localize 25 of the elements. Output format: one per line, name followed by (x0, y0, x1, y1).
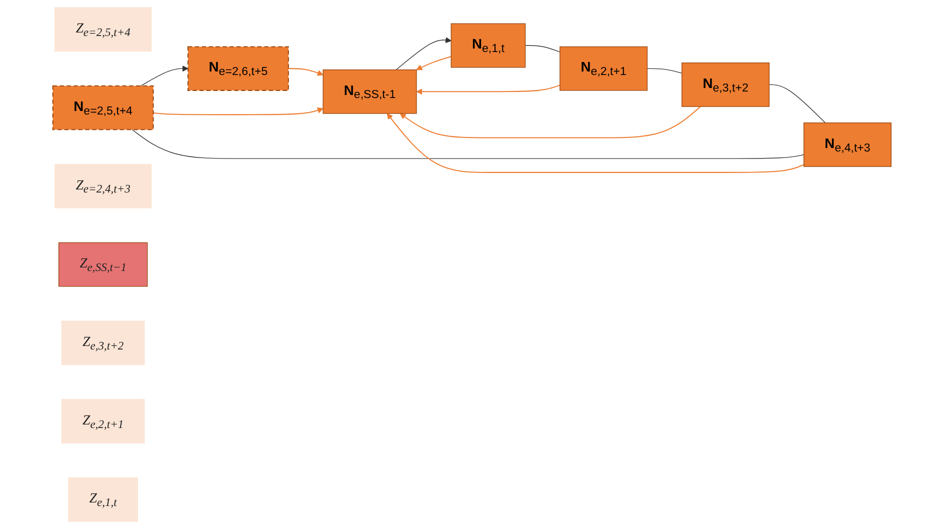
node-box: Z$_{e,3,t+2}$ (61, 320, 145, 366)
connector (132, 129, 804, 159)
node-box: N$_{e,1,t}$ (450, 23, 526, 68)
node-box: N$_{e,2,t+1}$ (560, 46, 648, 91)
connector (524, 45, 560, 52)
arrow (386, 113, 804, 173)
arrow (416, 56, 452, 70)
arrow (396, 37, 452, 70)
node-box: N$_{e=2,5,t+4}$ (52, 85, 154, 130)
node-box: Z$_{e=2,4,t+3}$ (54, 164, 152, 208)
connector (646, 68, 682, 74)
arrow (153, 107, 324, 116)
node-box: Z$_{e,2,t+1}$ (61, 399, 145, 444)
node-box: N$_{e,3,t+2}$ (682, 62, 770, 107)
node-box: N$_{e,SS,t-1}$ (322, 69, 417, 114)
connector (768, 84, 826, 124)
node-box: Z$_{e=2,5,t+4}$ (54, 7, 152, 52)
node-box: N$_{e=2,6,t+5}$ (187, 46, 289, 91)
arrow (140, 66, 188, 86)
arrow (416, 84, 560, 95)
node-box: Z$_{e,1,t}$ (68, 477, 138, 522)
node-box: N$_{e,4,t+3}$ (804, 122, 892, 167)
arrow (288, 68, 324, 76)
node-box: Z$_{e,SS,t−1}$ (58, 242, 148, 287)
arrow (400, 106, 701, 138)
